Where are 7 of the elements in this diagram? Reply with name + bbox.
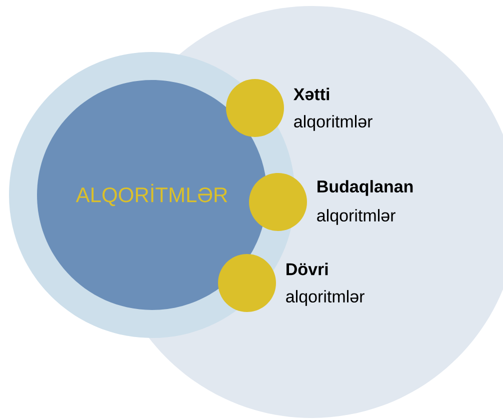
category-heading: Xətti xyxy=(294,88,330,100)
category-subtitle: alqoritmlər xyxy=(294,115,372,131)
category-subtitle: alqoritmlər xyxy=(286,290,364,306)
category-heading: Budaqlanan xyxy=(318,180,413,196)
category-subtitle: alqoritmlər xyxy=(317,209,396,225)
category-heading: Dövri xyxy=(286,262,328,276)
category-circle xyxy=(249,173,307,231)
